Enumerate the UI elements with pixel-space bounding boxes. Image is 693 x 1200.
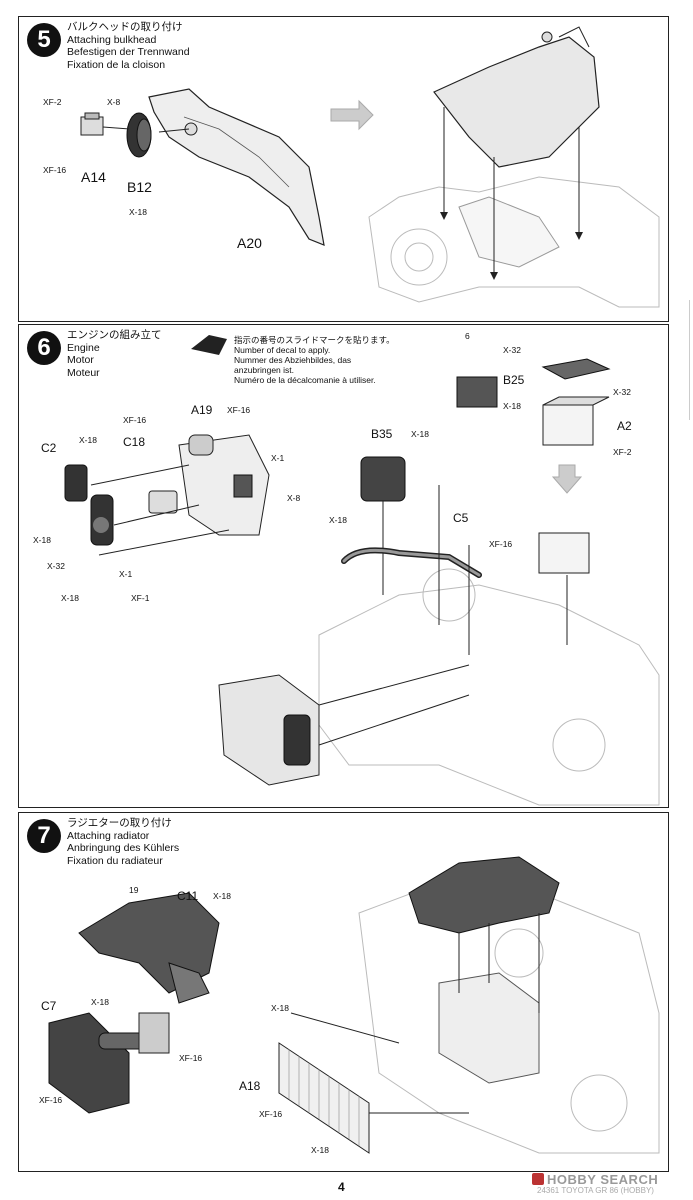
decal-19: 19 (129, 885, 139, 895)
part-c5: C5 (453, 511, 469, 525)
step-7-illustration (48, 856, 660, 1154)
title-en: Attaching bulkhead (67, 33, 157, 46)
part-a2: A2 (617, 419, 632, 433)
step-6-panel: 6 エンジンの組み立て Engine Motor Moteur (18, 324, 669, 808)
paint-x18-c7: X-18 (91, 997, 109, 1007)
step-5-illustration (80, 26, 660, 308)
title-fr: Fixation du radiateur (67, 854, 163, 867)
decal-6: 6 (465, 331, 470, 341)
part-b35: B35 (371, 427, 393, 441)
step-6-illustration (64, 335, 660, 806)
step-number: 5 (27, 23, 61, 57)
paint-xf16-rad: XF-16 (259, 1109, 283, 1119)
part-c11: C11 (177, 889, 199, 903)
part-c18: C18 (123, 435, 146, 449)
paint-xf16-a19: XF-16 (227, 405, 251, 415)
paint-x32-top: X-32 (503, 345, 521, 355)
part-c2: C2 (41, 441, 57, 455)
hobby-search-icon (532, 1173, 544, 1185)
decal-note-en: Number of decal to apply. (234, 345, 331, 355)
title-de: Motor (67, 354, 94, 366)
paint-x18-c2: X-18 (79, 435, 97, 445)
paint-x8: X-8 (287, 493, 301, 503)
part-a19: A19 (191, 403, 213, 417)
paint-x18-b35: X-18 (411, 429, 429, 439)
step-7-panel: 7 ラジエターの取り付け Attaching radiator Anbringu… (18, 812, 669, 1172)
step-number: 6 (27, 331, 61, 365)
paint-x18-rad: X-18 (271, 1003, 289, 1013)
paint-x18-hose: X-18 (329, 515, 347, 525)
part-a14: A14 (81, 169, 106, 185)
footer-code: 24361 TOYOTA GR 86 (HOBBY) (537, 1186, 654, 1195)
watermark: HOBBY SEARCH (532, 1172, 658, 1187)
page-edge (689, 300, 690, 420)
title-ja: バルクヘッドの取り付け (67, 21, 183, 33)
decal-note-de2: anzubringen ist. (234, 365, 295, 375)
paint-x18: X-18 (129, 207, 147, 217)
paint-xf16-c7b: XF-16 (39, 1095, 63, 1105)
step-titles: エンジンの組み立て Engine Motor Moteur (67, 329, 162, 379)
step-number: 7 (27, 819, 61, 853)
paint-x18-left: X-18 (33, 535, 51, 545)
paint-xf1: XF-1 (131, 593, 150, 603)
step-5-panel: 5 バルクヘッドの取り付け Attaching bulkhead Befesti… (18, 16, 669, 322)
paint-xf2: XF-2 (43, 97, 62, 107)
title-fr: Fixation de la cloison (67, 58, 166, 71)
paint-x18-rad-b: X-18 (311, 1145, 329, 1155)
paint-x1-top: X-1 (271, 453, 285, 463)
paint-xf16-c7a: XF-16 (179, 1053, 203, 1063)
paint-x18-bottom: X-18 (61, 593, 79, 603)
paint-x8: X-8 (107, 97, 121, 107)
part-a20: A20 (237, 235, 262, 251)
watermark-text: HOBBY SEARCH (547, 1172, 659, 1187)
step-titles: バルクヘッドの取り付け Attaching bulkhead Befestige… (67, 21, 190, 71)
page-number: 4 (338, 1180, 345, 1194)
paint-xf16: XF-16 (43, 165, 67, 175)
paint-x18-b25: X-18 (503, 401, 521, 411)
paint-xf16-c18: XF-16 (123, 415, 147, 425)
title-ja: エンジンの組み立て (67, 329, 162, 341)
paint-x18-c11: X-18 (213, 891, 231, 901)
title-en: Attaching radiator (67, 829, 150, 842)
step-titles: ラジエターの取り付け Attaching radiator Anbringung… (67, 817, 179, 867)
part-a18: A18 (239, 1079, 261, 1093)
part-b12: B12 (127, 179, 152, 195)
paint-x1-bottom: X-1 (119, 569, 133, 579)
decal-note-fr: Numéro de la décalcomanie à utiliser. (234, 375, 376, 385)
part-b25: B25 (503, 373, 525, 387)
title-fr: Moteur (67, 366, 100, 379)
title-ja: ラジエターの取り付け (67, 817, 172, 829)
paint-x32-left: X-32 (47, 561, 65, 571)
decal-note: 指示の番号のスライドマークを貼ります。 Number of decal to a… (234, 335, 395, 385)
paint-x32-right: X-32 (613, 387, 631, 397)
paint-xf2: XF-2 (613, 447, 632, 457)
part-c7: C7 (41, 999, 57, 1013)
title-de: Befestigen der Trennwand (67, 46, 190, 58)
paint-xf16-c5: XF-16 (489, 539, 513, 549)
decal-note-ja: 指示の番号のスライドマークを貼ります。 (234, 335, 395, 345)
decal-note-de1: Nummer des Abziehbildes, das (234, 355, 352, 365)
title-en: Engine (67, 341, 100, 354)
title-de: Anbringung des Kühlers (67, 842, 180, 854)
